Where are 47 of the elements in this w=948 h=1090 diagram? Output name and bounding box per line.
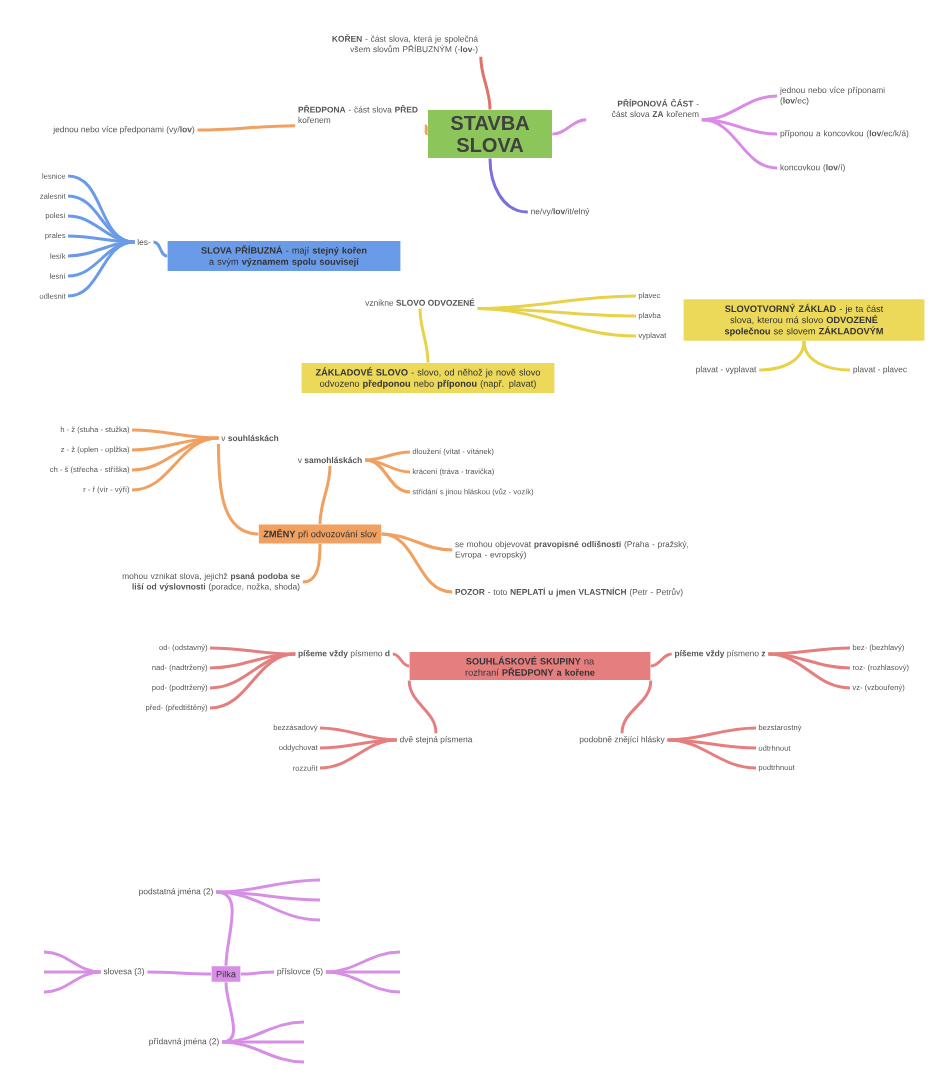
branch-line <box>759 340 806 372</box>
branch-line <box>209 646 296 656</box>
branch-line <box>364 458 411 494</box>
branch-line <box>153 240 168 258</box>
topic-box: STAVBA SLOVA <box>428 109 552 159</box>
branch-line <box>147 970 212 976</box>
branch-line <box>222 1040 305 1064</box>
branch-line <box>701 94 778 122</box>
branch-line <box>319 738 397 770</box>
branch-line <box>131 428 219 440</box>
branch-line <box>43 970 101 994</box>
branch-line <box>67 234 135 244</box>
branch-line <box>364 450 411 462</box>
branch-line <box>552 118 587 136</box>
branch-line <box>407 680 438 734</box>
branch-line <box>667 738 757 770</box>
branch-line <box>701 118 778 170</box>
branch-line <box>216 878 321 894</box>
branch-line <box>620 680 653 734</box>
branch-line <box>216 890 321 922</box>
branch-line <box>67 240 135 298</box>
branch-line <box>302 543 322 584</box>
branch-line <box>802 340 851 372</box>
branch-line <box>222 1020 305 1044</box>
branch-line <box>131 436 219 492</box>
branch-line <box>479 56 492 110</box>
branch-line <box>667 726 757 742</box>
branch-line <box>423 124 429 135</box>
branch-line <box>197 124 296 132</box>
branch-line <box>209 652 296 710</box>
branch-line <box>43 950 101 974</box>
branch-line <box>488 158 528 214</box>
branch-line <box>701 118 778 136</box>
branch-line <box>325 970 401 994</box>
branch-line <box>217 443 259 536</box>
branch-line <box>768 652 851 690</box>
branch-line <box>418 308 430 363</box>
branch-line <box>381 532 453 594</box>
branch-line <box>221 982 235 1044</box>
branch-line <box>392 652 410 668</box>
branch-line <box>477 307 637 338</box>
branch-line <box>318 465 332 525</box>
branch-line <box>650 652 672 668</box>
branch-line <box>240 970 275 976</box>
branch-line <box>325 950 401 974</box>
branch-line <box>768 646 851 656</box>
branch-line <box>319 726 397 742</box>
